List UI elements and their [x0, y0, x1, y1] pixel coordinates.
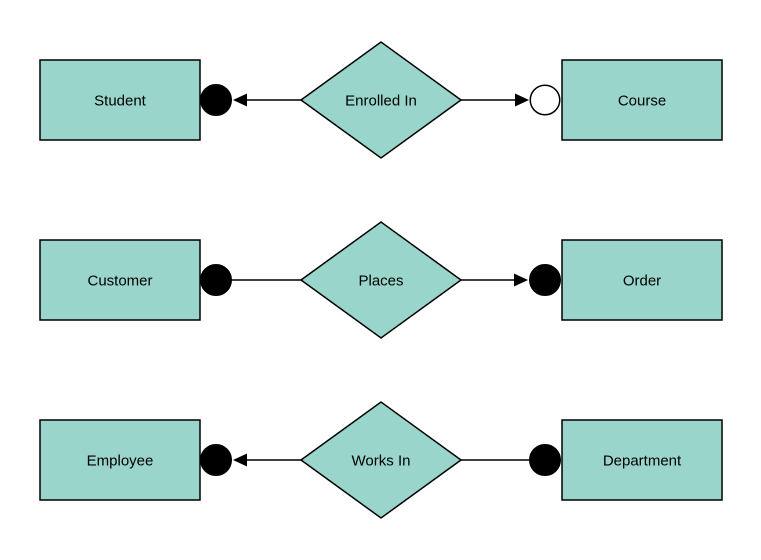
entity-label: Employee: [87, 452, 154, 469]
relationship-row-works-in: Employee Works In Department: [39, 401, 723, 519]
arrowhead-left-icon: [233, 453, 247, 467]
connector-right-row1[interactable]: [461, 84, 561, 116]
connector-left-row3[interactable]: [200, 444, 302, 476]
entity-label: Customer: [87, 272, 152, 289]
entity-box-left-row2[interactable]: [39, 239, 201, 321]
relationship-row-enrolled-in: Student Enrolled In Course: [39, 41, 723, 159]
entity-box-right-row2[interactable]: [561, 239, 723, 321]
filled-circle-terminator: [529, 444, 561, 476]
arrowhead-left-icon: [233, 93, 247, 107]
entity-label: Department: [603, 452, 682, 469]
connector-right-row3[interactable]: [461, 444, 561, 476]
relationship-label: Enrolled In: [345, 92, 417, 109]
entity-label: Order: [623, 272, 661, 289]
connector-left-row2[interactable]: [200, 264, 302, 296]
arrowhead-right-icon: [514, 273, 528, 287]
entity-label: Student: [94, 92, 147, 109]
entity-box-left-row3[interactable]: [39, 419, 201, 501]
entity-label: Course: [618, 92, 666, 109]
open-circle-terminator: [529, 84, 561, 116]
relationship-label: Works In: [352, 452, 411, 469]
filled-circle-terminator: [200, 84, 232, 116]
filled-circle-terminator: [200, 444, 232, 476]
filled-circle-terminator: [529, 264, 561, 296]
entity-box-left-row1[interactable]: [39, 59, 201, 141]
entity-box-right-row3[interactable]: [561, 419, 723, 501]
relationship-row-places: Customer Places Order: [39, 221, 723, 339]
filled-circle-terminator: [200, 264, 232, 296]
connector-right-row2[interactable]: [461, 264, 561, 296]
relationship-label: Places: [358, 272, 403, 289]
arrowhead-right-icon: [515, 93, 529, 107]
connector-left-row1[interactable]: [200, 84, 302, 116]
entity-box-right-row1[interactable]: [561, 59, 723, 141]
